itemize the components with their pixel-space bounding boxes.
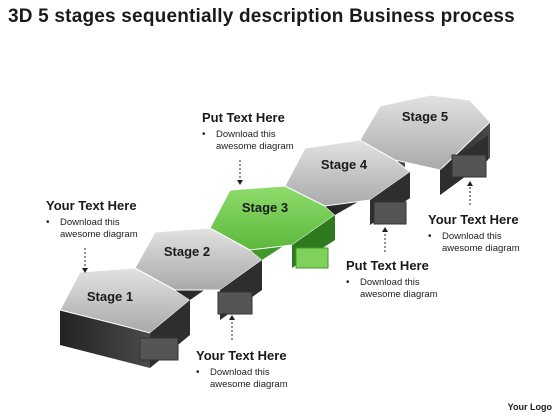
- callout-bottom: Your Text Here • Download this awesome d…: [196, 348, 302, 391]
- pointer-3-head: [229, 315, 235, 320]
- callout-middle-right: Put Text Here • Download this awesome di…: [346, 258, 452, 301]
- callout-middle-right-bullet: • Download this awesome diagram: [346, 277, 452, 301]
- stage-3-block: [209, 185, 336, 269]
- stage-4-label: Stage 4: [321, 157, 368, 172]
- bullet-dot: •: [196, 367, 200, 378]
- page-title: 3D 5 stages sequentially description Bus…: [8, 6, 515, 27]
- callout-left-text: Download this awesome diagram: [60, 217, 138, 240]
- callout-right-bullet: • Download this awesome diagram: [428, 231, 534, 255]
- callout-top: Put Text Here • Download this awesome di…: [202, 110, 308, 153]
- stage-5-top: [359, 94, 491, 171]
- pointer-1-head: [82, 268, 88, 273]
- stage-1-block: [59, 267, 191, 368]
- callout-left-heading: Your Text Here: [46, 198, 137, 213]
- pointer-5-head: [467, 181, 473, 186]
- stage-2-label: Stage 2: [164, 244, 210, 259]
- bullet-dot: •: [346, 277, 350, 288]
- stage-3-label: Stage 3: [242, 200, 288, 215]
- callout-right-text: Download this awesome diagram: [442, 231, 520, 254]
- stage-1-label: Stage 1: [87, 289, 133, 304]
- stage-5-label: Stage 5: [402, 109, 448, 124]
- callout-left: Your Text Here • Download this awesome d…: [46, 198, 152, 241]
- callout-middle-right-text: Download this awesome diagram: [360, 277, 438, 300]
- bullet-dot: •: [428, 231, 432, 242]
- callout-top-bullet: • Download this awesome diagram: [202, 129, 308, 153]
- stage-3-connector: [295, 247, 329, 269]
- stage-4-top: [284, 139, 411, 207]
- callout-left-bullet: • Download this awesome diagram: [46, 217, 152, 241]
- stage-1-side: [60, 310, 150, 368]
- pointer-4-head: [382, 227, 388, 232]
- callout-right-heading: Your Text Here: [428, 212, 519, 227]
- stage-5-block: [359, 94, 491, 195]
- stage-2-block: [134, 227, 263, 320]
- stage-5-connector: [451, 154, 487, 178]
- callout-bottom-heading: Your Text Here: [196, 348, 287, 363]
- stage-4-block: [284, 139, 411, 225]
- callout-top-text: Download this awesome diagram: [216, 129, 294, 152]
- stage-2-connector: [217, 291, 253, 315]
- callout-right: Your Text Here • Download this awesome d…: [428, 212, 534, 255]
- bullet-dot: •: [202, 129, 206, 140]
- logo-text: Your Logo: [507, 402, 552, 412]
- callout-bottom-text: Download this awesome diagram: [210, 367, 288, 390]
- callout-middle-right-heading: Put Text Here: [346, 258, 429, 273]
- callout-pointers: [82, 160, 473, 340]
- callout-bottom-bullet: • Download this awesome diagram: [196, 367, 302, 391]
- bullet-dot: •: [46, 217, 50, 228]
- stage-1-connector: [139, 337, 179, 361]
- pointer-2-head: [237, 180, 243, 185]
- callout-top-heading: Put Text Here: [202, 110, 285, 125]
- stage-4-connector: [373, 201, 407, 225]
